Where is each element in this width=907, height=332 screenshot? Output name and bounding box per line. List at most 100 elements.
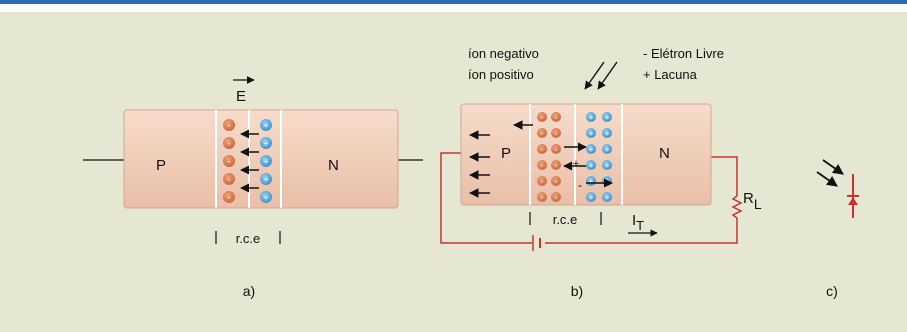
battery-symbol — [532, 235, 541, 251]
diagram-a: P N E - - - - - + + + + + r.c.e a) — [83, 76, 423, 299]
carrier-minus: - — [578, 178, 582, 192]
ion-glyph: - — [555, 145, 558, 154]
ion-glyph: + — [263, 139, 268, 149]
positive-ion: + — [260, 191, 272, 203]
ion-glyph: + — [263, 157, 268, 167]
top-rule — [0, 0, 907, 4]
light-arrow — [822, 159, 844, 175]
circuit-wire-left — [440, 152, 532, 244]
light-ray-arrow — [597, 61, 618, 90]
ion-glyph: + — [589, 161, 594, 170]
field-label: E — [236, 88, 246, 105]
positive-ion: + — [586, 128, 596, 138]
negative-ion: - — [537, 192, 547, 202]
negative-ion: - — [551, 192, 561, 202]
negative-ions-b: - - - - - - - - - - - - — [537, 112, 561, 202]
positive-ion: + — [602, 112, 612, 122]
n-label-b: N — [659, 145, 670, 162]
negative-ion: - — [551, 128, 561, 138]
negative-ion: - — [223, 119, 235, 131]
ion-glyph: + — [605, 113, 610, 122]
ion-glyph: + — [263, 193, 268, 203]
negative-ion: - — [223, 137, 235, 149]
carrier-pair-arrows-b: + - — [563, 142, 613, 192]
light-rays-b — [584, 61, 618, 90]
negative-ion: - — [223, 173, 235, 185]
ion-glyph: + — [605, 193, 610, 202]
load-label-main: R — [743, 190, 754, 207]
ion-glyph: + — [263, 175, 268, 185]
ion-glyph: - — [228, 121, 231, 131]
legend-hole: + Lacuna — [643, 67, 698, 82]
ion-glyph: - — [228, 193, 231, 203]
positive-ion: + — [586, 176, 596, 186]
ion-glyph: - — [555, 113, 558, 122]
ion-glyph: + — [605, 161, 610, 170]
ion-glyph: - — [555, 161, 558, 170]
positive-ion: + — [260, 173, 272, 185]
positive-ion: + — [586, 160, 596, 170]
positive-ion: + — [602, 176, 612, 186]
hole-drift-arrows-b — [469, 120, 533, 198]
caption-c: c) — [826, 283, 838, 299]
positive-ion: + — [602, 160, 612, 170]
ion-glyph: + — [589, 177, 594, 186]
ion-glyph: - — [555, 177, 558, 186]
n-label-a: N — [328, 157, 339, 174]
positive-ion: + — [260, 155, 272, 167]
current-label: IT — [632, 212, 644, 233]
ion-glyph: + — [605, 129, 610, 138]
circuit-wire-bottom — [545, 218, 738, 244]
negative-ion: - — [537, 176, 547, 186]
positive-ion: + — [260, 137, 272, 149]
load-label-sub: L — [754, 196, 762, 212]
ion-glyph: - — [541, 145, 544, 154]
carrier-plus: + — [573, 158, 579, 170]
ion-glyph: - — [541, 113, 544, 122]
current-label-main: I — [632, 212, 636, 229]
region-label-b: r.c.e — [553, 212, 578, 227]
p-label-a: P — [156, 157, 166, 174]
ion-glyph: + — [605, 145, 610, 154]
ion-glyph: + — [589, 113, 594, 122]
positive-ion: + — [586, 144, 596, 154]
negative-ion: - — [537, 160, 547, 170]
positive-ion: + — [260, 119, 272, 131]
ion-glyph: + — [605, 177, 610, 186]
negative-ions-a: - - - - - — [223, 119, 235, 203]
negative-ion: - — [551, 144, 561, 154]
caption-a: a) — [243, 283, 255, 299]
ion-glyph: - — [228, 157, 231, 167]
negative-ion: - — [551, 160, 561, 170]
ion-glyph: + — [589, 193, 594, 202]
light-ray-arrow — [584, 61, 605, 90]
photodiode-symbol — [847, 174, 859, 218]
positive-ion: + — [602, 128, 612, 138]
load-resistor — [731, 195, 743, 219]
ion-glyph: - — [541, 129, 544, 138]
ion-glyph: - — [228, 139, 231, 149]
top-band — [0, 4, 907, 12]
load-label: RL — [743, 190, 762, 212]
ion-glyph: + — [589, 145, 594, 154]
positive-ion: + — [602, 192, 612, 202]
ion-glyph: - — [541, 161, 544, 170]
ion-glyph: + — [263, 121, 268, 131]
negative-ion: - — [551, 176, 561, 186]
negative-ion: - — [537, 128, 547, 138]
ion-glyph: - — [541, 193, 544, 202]
negative-ion: - — [537, 112, 547, 122]
positive-ion: + — [586, 112, 596, 122]
diagram-b: íon negativo íon positivo - Elétron Livr… — [440, 46, 762, 299]
legend-positive-ion: íon positivo — [468, 67, 534, 82]
positive-ion: + — [602, 144, 612, 154]
ion-glyph: - — [541, 177, 544, 186]
ion-glyph: - — [228, 175, 231, 185]
diagram-c: c) — [816, 159, 859, 299]
ion-glyph: + — [589, 129, 594, 138]
negative-ion: - — [223, 155, 235, 167]
circuit-wire-right — [711, 156, 738, 196]
crystal-b — [460, 103, 712, 206]
light-arrow — [816, 171, 838, 187]
